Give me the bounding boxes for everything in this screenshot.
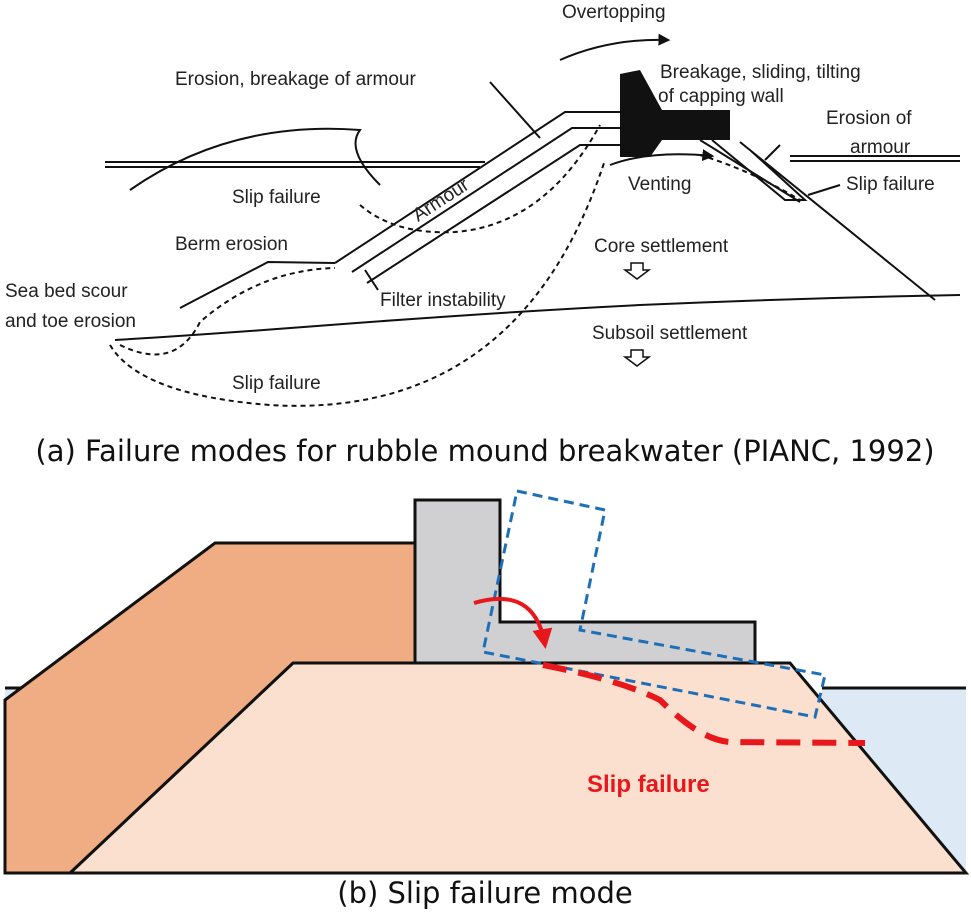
armour-mound — [3, 541, 417, 875]
label-core-settlement: Core settlement — [594, 236, 729, 257]
label-venting: Venting — [628, 174, 691, 195]
label-armour: Armour — [409, 174, 473, 226]
panel-b-diagram: Slip failure (b) Slip failure mode — [3, 489, 970, 910]
label-sea-bed-line1: Sea bed scour — [5, 281, 128, 302]
label-slip-failure-upper: Slip failure — [232, 187, 321, 208]
venting-arrow — [609, 149, 715, 166]
label-breakage-line1: Breakage, sliding, tilting — [660, 62, 861, 83]
core-settlement-arrow-icon — [622, 262, 652, 280]
label-overtopping: Overtopping — [562, 2, 666, 23]
label-slip-failure-bottom: Slip failure — [232, 373, 321, 394]
berm-profile — [179, 260, 336, 309]
label-erosion-breakage-armour: Erosion, breakage of armour — [175, 69, 416, 90]
armour-layer — [334, 111, 620, 284]
berm-erosion-curve — [119, 267, 336, 356]
caption-a: (a) Failure modes for rubble mound break… — [35, 434, 934, 468]
rotation-arrow — [473, 596, 553, 649]
crown-wall — [413, 498, 757, 665]
slip-failure-label: Slip failure — [587, 771, 710, 798]
slip-failure-line — [542, 662, 866, 746]
label-slip-failure-right: Slip failure — [846, 174, 935, 195]
subsoil-settlement-arrow-icon — [622, 349, 652, 367]
sea-level-lines — [105, 155, 960, 168]
label-filter-instability: Filter instability — [380, 290, 506, 311]
label-subsoil-settlement: Subsoil settlement — [592, 323, 748, 344]
sea-bed-line — [114, 294, 961, 341]
caption-b: (b) Slip failure mode — [337, 876, 632, 910]
panel-a-diagram: Overtopping Erosion, breakage of armour … — [5, 2, 961, 468]
label-erosion-of-line1: Erosion of — [826, 108, 912, 129]
label-sea-bed-line2: and toe erosion — [5, 311, 136, 332]
label-berm-erosion: Berm erosion — [175, 234, 288, 255]
deep-slip-failure-curve — [109, 159, 606, 407]
overtopping-arrow — [559, 33, 671, 61]
rear-slope — [711, 139, 936, 301]
label-breakage-line2: of capping wall — [658, 86, 784, 107]
slip-failure-curve-upper — [359, 124, 601, 234]
capping-wall — [620, 70, 730, 157]
wave-crest — [129, 127, 381, 191]
label-erosion-of-line2: armour — [850, 137, 911, 158]
